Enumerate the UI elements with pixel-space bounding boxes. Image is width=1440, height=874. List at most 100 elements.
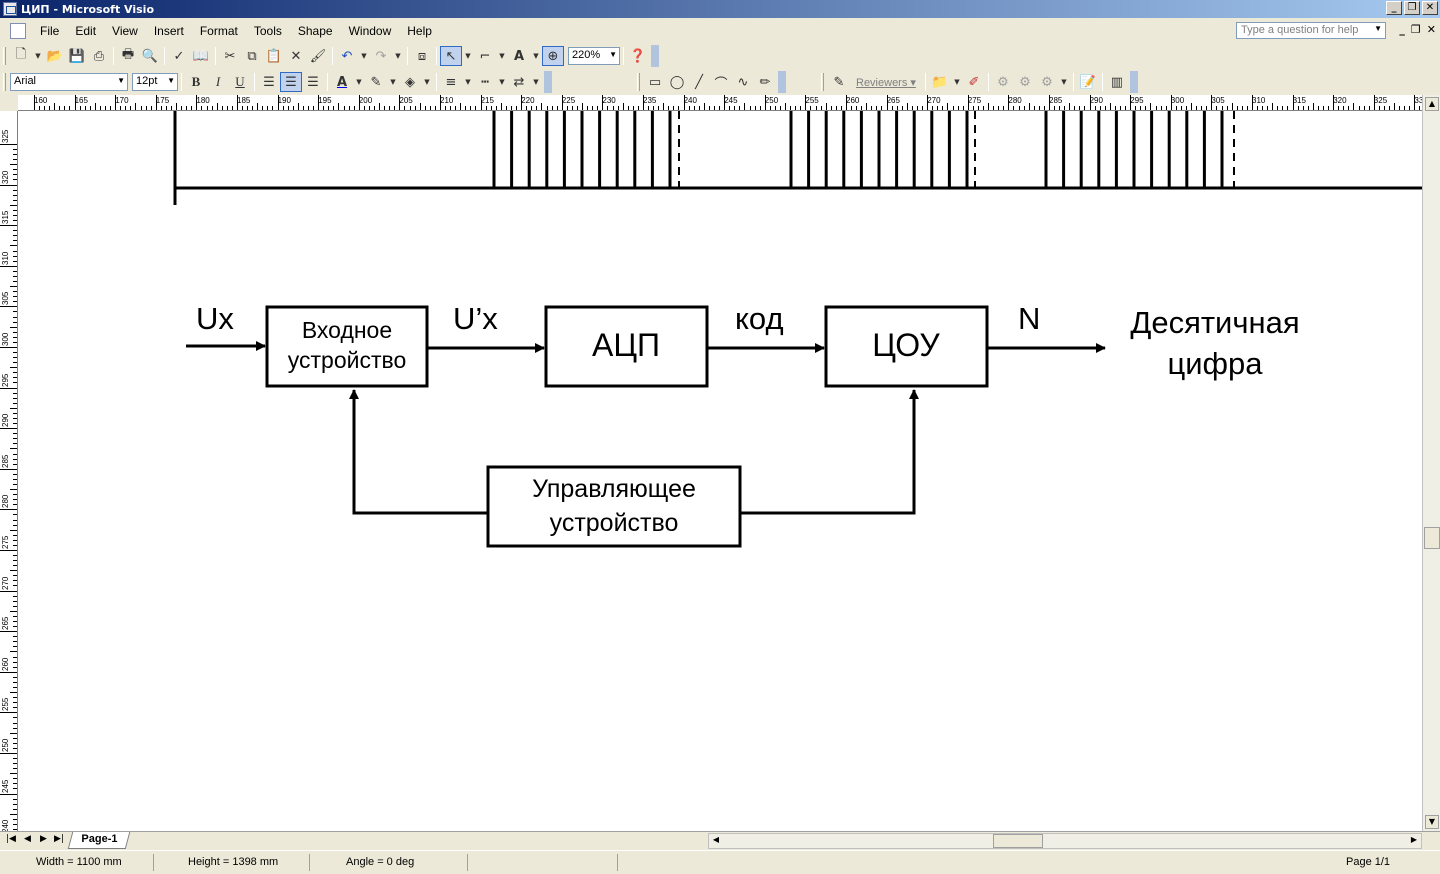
toolbar-options-icon[interactable] (544, 71, 552, 93)
close-button[interactable]: ✕ (1422, 1, 1438, 15)
toolbar-options-icon[interactable] (651, 45, 659, 67)
menu-insert[interactable]: Insert (153, 23, 184, 38)
line-pattern-dropdown-icon[interactable]: ▼ (499, 78, 505, 86)
chevron-down-icon[interactable]: ▼ (609, 50, 617, 59)
chevron-down-icon[interactable]: ▼ (1374, 24, 1382, 33)
next-markup-icon[interactable]: ⚙ (1019, 74, 1031, 90)
line-ends-icon[interactable]: ⇄ (513, 74, 525, 90)
fill-color-icon[interactable]: ◈ (405, 74, 415, 90)
menu-window[interactable]: Window (348, 23, 392, 38)
rectangle-tool-icon[interactable]: ▭ (648, 74, 662, 90)
zoom-select[interactable]: 220% ▼ (568, 47, 620, 65)
doc-minimize-button[interactable]: _ (1399, 23, 1405, 36)
toolbar-grip[interactable] (3, 47, 6, 65)
comment-dropdown-icon[interactable]: ▼ (954, 78, 960, 86)
control-to-input-arrow[interactable] (349, 389, 488, 515)
font-select[interactable]: Arial ▼ (10, 73, 128, 91)
delete-markup-icon[interactable]: ⚙ (1041, 74, 1053, 90)
new-dropdown-icon[interactable]: ▼ (35, 52, 41, 60)
vertical-scrollbar[interactable]: ▲ ▼ (1422, 95, 1440, 831)
menu-tools[interactable]: Tools (253, 23, 282, 38)
reviewing-pane-icon[interactable]: 📝 (1079, 74, 1097, 90)
delete-icon[interactable]: ✕ (290, 48, 302, 64)
visio-app-icon[interactable] (3, 2, 17, 16)
ink-icon[interactable]: ✐ (968, 74, 980, 90)
reviewers-dropdown[interactable]: Reviewers ▾ (856, 76, 916, 89)
cou-block[interactable] (824, 305, 989, 388)
spelling-icon[interactable]: ✓ (173, 48, 185, 64)
toolbar-grip[interactable] (3, 73, 6, 91)
help-search-input[interactable]: Type a question for help ▼ (1236, 22, 1386, 39)
chevron-down-icon[interactable]: ▼ (167, 76, 175, 85)
fill-color-dropdown-icon[interactable]: ▼ (424, 78, 430, 86)
open-icon[interactable]: 📂 (46, 48, 64, 64)
print-icon[interactable]: 🖶 (121, 47, 135, 62)
input-device-block[interactable] (265, 305, 429, 388)
line-ends-dropdown-icon[interactable]: ▼ (533, 78, 539, 86)
permission-icon[interactable]: ⎙ (93, 48, 105, 64)
arc-tool-icon[interactable]: ⌒ (714, 76, 728, 92)
align-right-icon[interactable]: ☰ (307, 74, 319, 90)
tab-page-1[interactable]: Page-1 (67, 832, 131, 849)
chevron-down-icon[interactable]: ▼ (117, 76, 125, 85)
menu-edit[interactable]: Edit (75, 23, 97, 38)
ellipse-tool-icon[interactable]: ◯ (669, 74, 685, 90)
control-to-cou-arrow[interactable] (740, 389, 919, 515)
scroll-right-icon[interactable]: ▶ (1410, 835, 1418, 844)
ruler-corner[interactable] (0, 95, 18, 111)
document-icon[interactable] (10, 22, 26, 39)
markup-dropdown-icon[interactable]: ▼ (1061, 78, 1067, 86)
undo-icon[interactable]: ↶ (341, 48, 353, 64)
cut-icon[interactable]: ✂ (224, 48, 236, 64)
menu-format[interactable]: Format (199, 23, 238, 38)
menu-help[interactable]: Help (407, 23, 432, 38)
research-icon[interactable]: 📖 (192, 48, 210, 64)
line-color-dropdown-icon[interactable]: ▼ (390, 78, 396, 86)
underline-icon[interactable]: U (235, 74, 245, 89)
copy-icon[interactable]: ⧉ (247, 48, 257, 64)
doc-close-button[interactable]: ✕ (1426, 23, 1436, 36)
font-color-dropdown-icon[interactable]: ▼ (356, 78, 362, 86)
line-color-icon[interactable]: ✎ (370, 74, 382, 90)
scroll-left-icon[interactable]: ◀ (712, 835, 720, 844)
toolbar-options-icon[interactable] (1129, 71, 1138, 93)
previous-markup-icon[interactable]: ⚙ (997, 74, 1009, 90)
restore-button[interactable]: ❐ (1404, 1, 1420, 15)
toolbar-grip[interactable] (637, 73, 640, 91)
line-weight-icon[interactable]: ≡ (445, 74, 457, 90)
menu-shape[interactable]: Shape (297, 23, 333, 38)
insert-comment-icon[interactable]: 📁 (931, 74, 949, 90)
bold-icon[interactable]: B (191, 74, 201, 89)
line-tool-icon[interactable]: ╱ (695, 74, 703, 90)
next-page-icon[interactable]: ▶ (40, 834, 47, 844)
pencil-tool-icon[interactable]: ✏ (759, 74, 771, 90)
save-icon[interactable]: 💾 (68, 48, 86, 64)
undo-dropdown-icon[interactable]: ▼ (361, 52, 367, 60)
text-dropdown-icon[interactable]: ▼ (533, 52, 539, 60)
pointer-dropdown-icon[interactable]: ▼ (465, 52, 471, 60)
paste-icon[interactable]: 📋 (265, 48, 283, 64)
control-device-block[interactable] (486, 465, 742, 548)
minimize-button[interactable]: _ (1386, 1, 1402, 15)
horizontal-scroll-thumb[interactable] (993, 834, 1043, 848)
track-markup-icon[interactable]: ✎ (833, 74, 845, 90)
font-color-icon[interactable]: A (336, 74, 348, 90)
line-weight-dropdown-icon[interactable]: ▼ (465, 78, 471, 86)
first-page-icon[interactable]: |◀ (6, 834, 16, 844)
font-size-select[interactable]: 12pt ▼ (132, 73, 178, 91)
print-preview-icon[interactable]: 🔍 (141, 48, 159, 64)
connection-point-icon[interactable]: ⊕ (542, 46, 564, 66)
task-pane-icon[interactable]: ▥ (1110, 74, 1124, 90)
freeform-tool-icon[interactable]: ∿ (737, 74, 749, 90)
previous-page-icon[interactable]: ◀ (24, 834, 31, 844)
connector-tool-icon[interactable]: ⌐ (479, 48, 491, 64)
align-center-icon[interactable]: ☰ (280, 72, 302, 92)
toolbar-options-icon[interactable] (778, 71, 786, 93)
text-tool-icon[interactable]: A (513, 48, 525, 64)
help-icon[interactable]: ❓ (629, 48, 647, 64)
menu-view[interactable]: View (112, 23, 138, 38)
redo-icon[interactable]: ↷ (375, 48, 387, 64)
connector-dropdown-icon[interactable]: ▼ (499, 52, 505, 60)
